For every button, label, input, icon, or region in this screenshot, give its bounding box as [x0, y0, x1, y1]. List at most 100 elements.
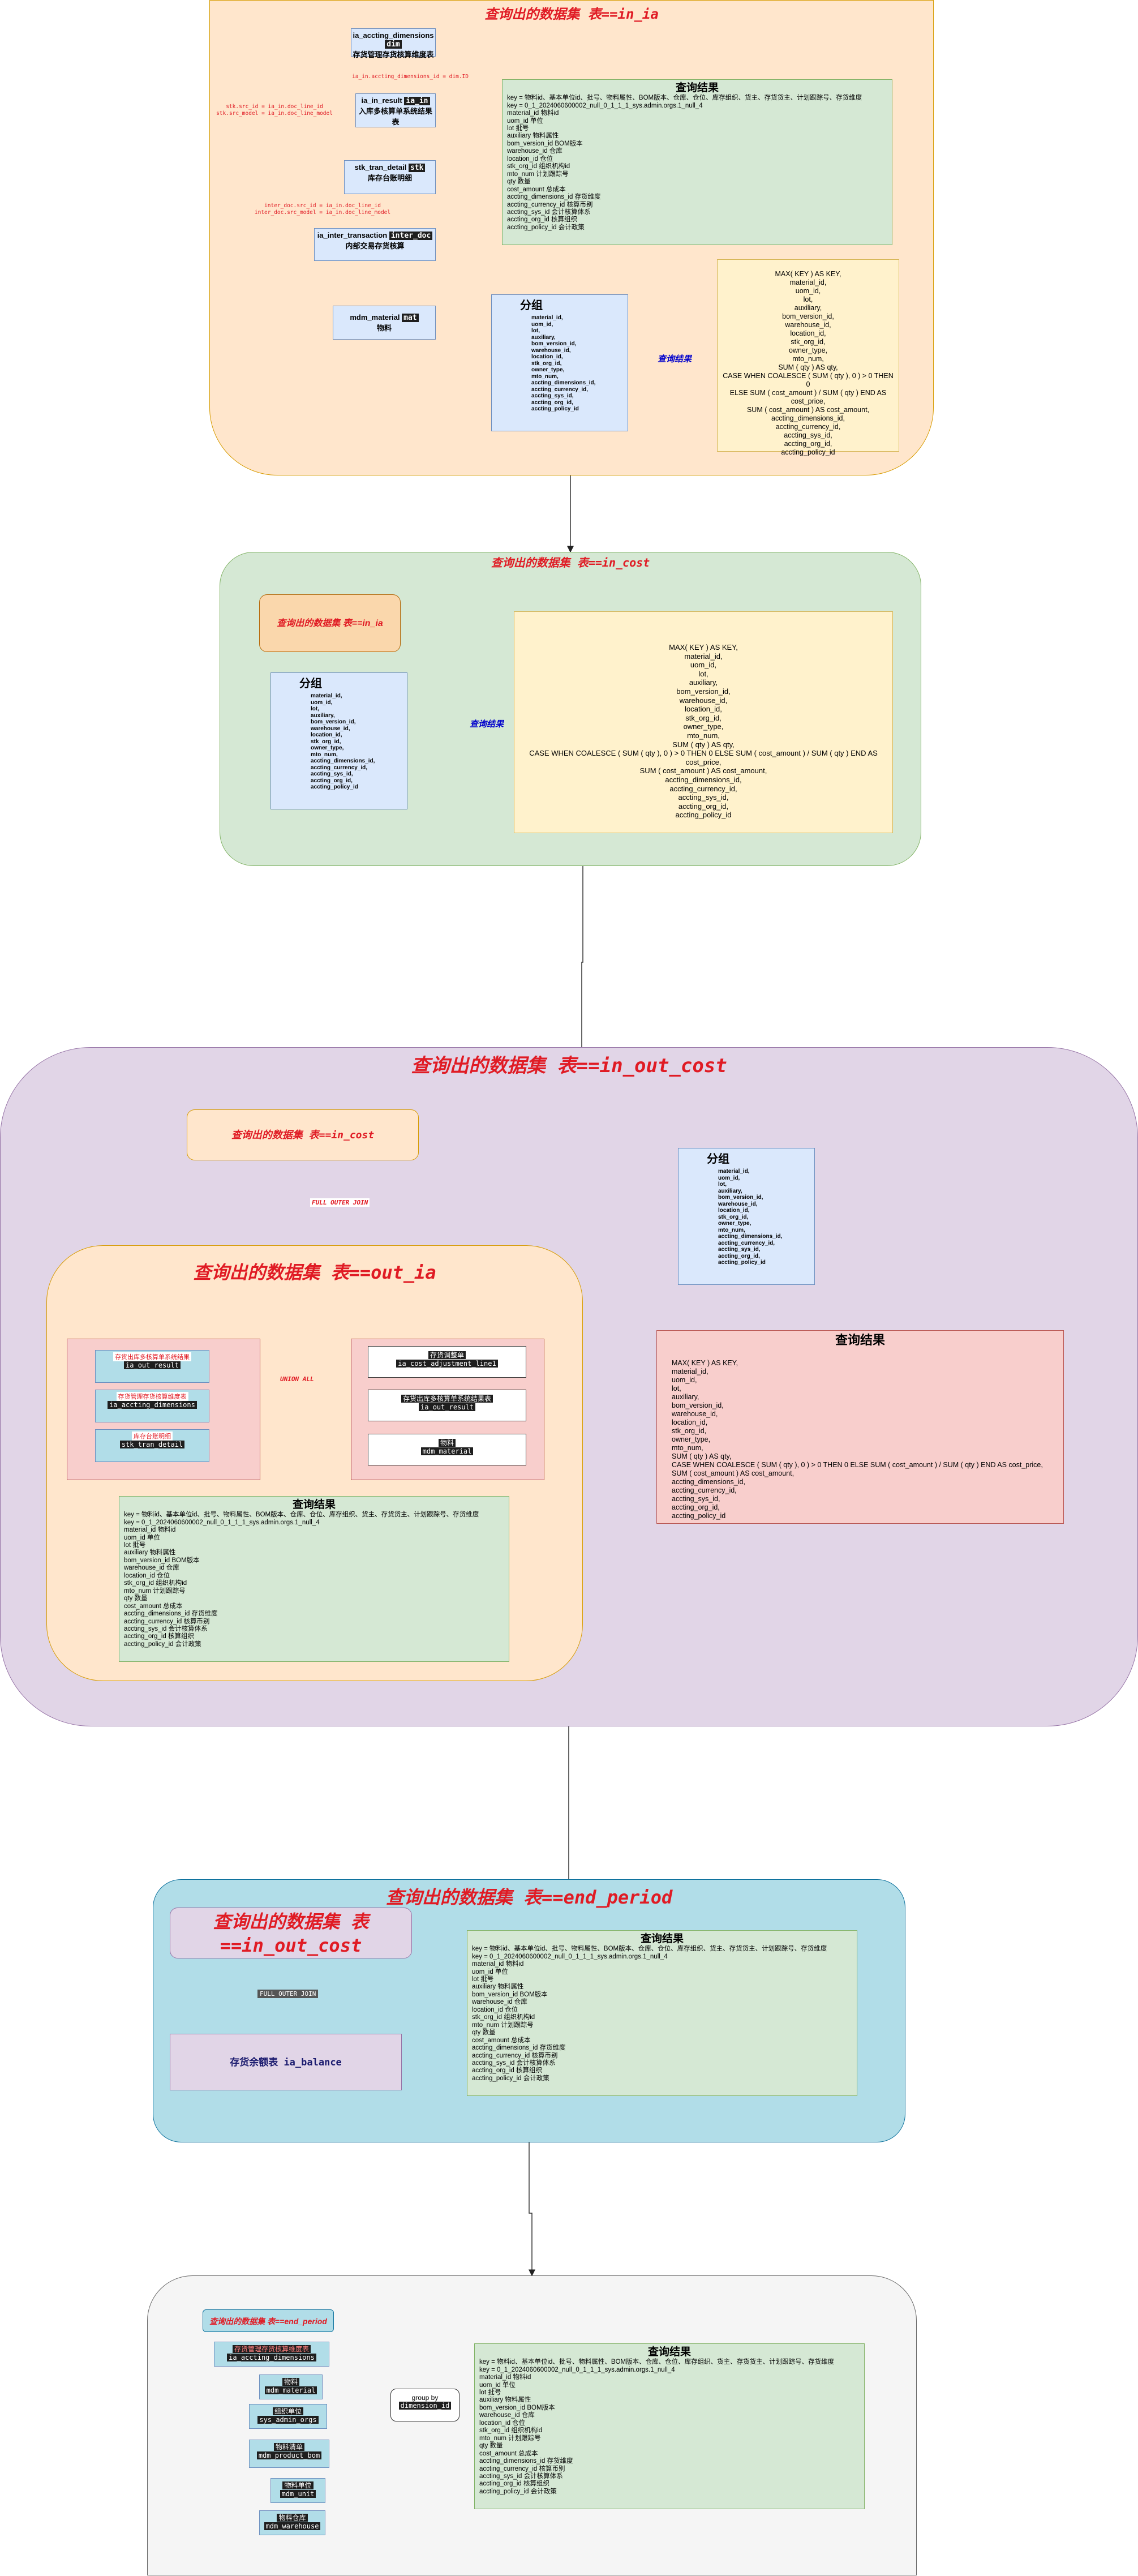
- in-result-alias: ia_in: [404, 97, 430, 105]
- text-line: uom_id,: [690, 661, 717, 670]
- text-line: qty 数量: [472, 2029, 496, 2037]
- text-line: accting_policy_id: [311, 784, 358, 790]
- text-line: uom_id 单位: [507, 117, 543, 125]
- text-line: MAX( KEY ) AS KEY,: [672, 1359, 738, 1368]
- text-line: accting_currency_id,: [718, 1240, 775, 1246]
- in-cost-group-lines: material_id,uom_id,lot,auxiliary,bom_ver…: [311, 693, 400, 791]
- in-out-cost-group-lines: material_id,uom_id,lot,auxiliary,bom_ver…: [718, 1168, 808, 1266]
- text-line: location_id,: [672, 1418, 708, 1427]
- final-result-title: 查询结果: [647, 2346, 691, 2358]
- inter-transaction-table: ia_inter_transaction inter_doc 内部交易存货核算: [314, 228, 436, 261]
- right-item-out-result: 存货出库多核算单系统结果表 ia_out_result: [368, 1390, 526, 1421]
- final-item-warehouse: 物料仓库 mdm_warehouse: [259, 2510, 325, 2535]
- left-item-tran-detail: 库存台账明细 stk_tran_detail: [95, 1429, 209, 1462]
- text-line: cost_amount 总成本: [472, 2037, 531, 2044]
- text-line: MAX( KEY ) AS KEY,: [669, 643, 738, 651]
- text-line: key = 0_1_2024060600002_null_0_1_1_1_sys…: [507, 102, 703, 109]
- text-line: warehouse_id,: [311, 725, 350, 732]
- in-ia-result: 查询结果 key = 物料id、基本单位id、批号、物料属性、BOM版本、仓库、…: [502, 79, 892, 245]
- text-line: material_id 物料id: [507, 110, 559, 117]
- text-line: material_id,: [718, 1168, 750, 1175]
- text-line: accting_org_id,: [672, 1503, 720, 1512]
- text-line: SUM ( qty ) AS qty,: [672, 1452, 732, 1461]
- text-line: key = 0_1_2024060600002_null_0_1_1_1_sys…: [472, 1953, 668, 1960]
- final-item-orgs: 组织单位 sys_admin_orgs: [249, 2404, 327, 2429]
- in-result-sub: 入库多核算单系统结果表: [358, 107, 432, 126]
- left-item-accting-dimensions-code: ia_accting_dimensions: [108, 1401, 197, 1409]
- in-out-cost-final-title: 查询结果: [835, 1333, 885, 1347]
- text-line: uom_id,: [718, 1175, 740, 1181]
- final-item-warehouse-sub: 物料仓库: [277, 2514, 308, 2522]
- text-line: CASE WHEN COALESCE ( SUM ( qty ), 0 ) > …: [529, 749, 878, 766]
- text-line: CASE WHEN COALESCE ( SUM ( qty ), 0 ) > …: [723, 372, 894, 388]
- final-item-material-sub: 物料: [282, 2378, 299, 2386]
- text-line: accting_policy_id 会计政策: [507, 224, 585, 231]
- final-item-orgs-sub: 组织单位: [272, 2407, 303, 2415]
- text-line: stk_org_id 组织机构id: [507, 163, 570, 170]
- final-item-warehouse-code: mdm_warehouse: [264, 2522, 321, 2530]
- text-line: accting_org_id,: [718, 1253, 760, 1259]
- text-line: accting_sys_id,: [784, 431, 832, 439]
- inter-transaction-alias: inter_doc: [389, 232, 433, 240]
- text-line: warehouse_id 仓库: [507, 148, 562, 155]
- text-line: location_id 仓位: [472, 2006, 518, 2013]
- text-line: CASE WHEN COALESCE ( SUM ( qty ), 0 ) > …: [672, 1461, 1043, 1469]
- text-line: accting_org_id,: [784, 440, 832, 448]
- in-out-cost-group-title: 分组: [707, 1153, 729, 1165]
- final-item-bom-code: mdm_product_bom: [256, 2451, 322, 2459]
- text-line: auxiliary,: [718, 1188, 742, 1194]
- end-period-result: 查询结果 key = 物料id、基本单位id、批号、物料属性、BOM版本、仓库、…: [467, 1930, 857, 2096]
- inter-transaction-sub: 内部交易存货核算: [345, 242, 405, 250]
- text-line: uom_id,: [531, 321, 553, 328]
- text-line: auxiliary,: [531, 334, 556, 341]
- text-line: accting_org_id 核算组织: [479, 2480, 549, 2488]
- text-line: accting_policy_id 会计政策: [479, 2488, 557, 2495]
- text-line: accting_policy_id: [781, 448, 835, 456]
- text-line: stk_org_id,: [685, 713, 722, 722]
- text-line: warehouse_id,: [531, 347, 571, 354]
- text-line: stk_org_id,: [718, 1214, 749, 1220]
- final-group-by: group by dimension_id: [390, 2389, 460, 2421]
- in-ia-group-lines: material_id,uom_id,lot,auxiliary,bom_ver…: [531, 315, 621, 413]
- text-line: cost_amount 总成本: [124, 1602, 183, 1610]
- in-ia-sql-lines: MAX( KEY ) AS KEY,material_id,uom_id,lot…: [721, 270, 895, 457]
- text-line: stk_org_id,: [531, 360, 562, 367]
- text-line: key = 0_1_2024060600002_null_0_1_1_1_sys…: [124, 1519, 320, 1526]
- text-line: bom_version_id BOM版本: [507, 140, 583, 147]
- material-sub: 物料: [376, 324, 392, 332]
- in-cost-query-label: 查询结果: [470, 719, 504, 729]
- text-line: accting_sys_id 会计核算体系: [479, 2473, 563, 2480]
- text-line: bom_version_id,: [672, 1401, 724, 1410]
- text-line: owner_type,: [718, 1220, 751, 1227]
- join-inter-1: inter_doc.src_id = ia_in.doc_line_id: [264, 203, 381, 209]
- text-line: accting_dimensions_id,: [665, 775, 742, 784]
- final-item-unit: 物料单位 mdm_unit: [270, 2478, 325, 2503]
- text-line: SUM ( cost_amount ) AS cost_amount,: [672, 1469, 795, 1478]
- text-line: key = 0_1_2024060600002_null_0_1_1_1_sys…: [479, 2366, 675, 2373]
- text-line: accting_dimensions_id,: [531, 380, 596, 386]
- text-line: material_id,: [789, 278, 827, 286]
- text-line: location_id,: [685, 705, 722, 714]
- text-line: lot 批号: [472, 1976, 494, 1983]
- left-item-tran-detail-sub: 库存台账明细: [132, 1431, 173, 1441]
- in-cost-sql: MAX( KEY ) AS KEY,material_id,uom_id,lot…: [514, 611, 893, 833]
- right-item-adjustment-sub: 存货调整单: [428, 1351, 466, 1359]
- join-stk-1: stk.src_id = ia_in.doc_line_id: [226, 104, 323, 110]
- text-line: bom_version_id BOM版本: [479, 2404, 555, 2411]
- text-line: stk_org_id,: [311, 738, 341, 745]
- text-line: lot,: [531, 328, 540, 334]
- text-line: mto_num 计划跟踪号: [472, 2021, 534, 2029]
- text-line: location_id,: [531, 354, 563, 360]
- text-line: accting_currency_id,: [531, 386, 589, 393]
- text-line: accting_sys_id 会计核算体系: [472, 2060, 556, 2067]
- s3-union-all: UNION ALL: [278, 1375, 316, 1383]
- material-table: mdm_material mat 物料: [333, 306, 436, 340]
- text-line: bom_version_id BOM版本: [472, 1991, 548, 1998]
- text-line: qty 数量: [479, 2442, 503, 2450]
- text-line: ELSE SUM ( cost_amount ) / SUM ( qty ) E…: [729, 389, 887, 397]
- text-line: accting_policy_id: [718, 1259, 766, 1266]
- right-item-material-sub: 物料: [438, 1439, 456, 1447]
- text-line: uom_id 单位: [479, 2381, 516, 2389]
- text-line: bom_version_id,: [676, 687, 731, 696]
- end-period-result-title: 查询结果: [640, 1933, 684, 1945]
